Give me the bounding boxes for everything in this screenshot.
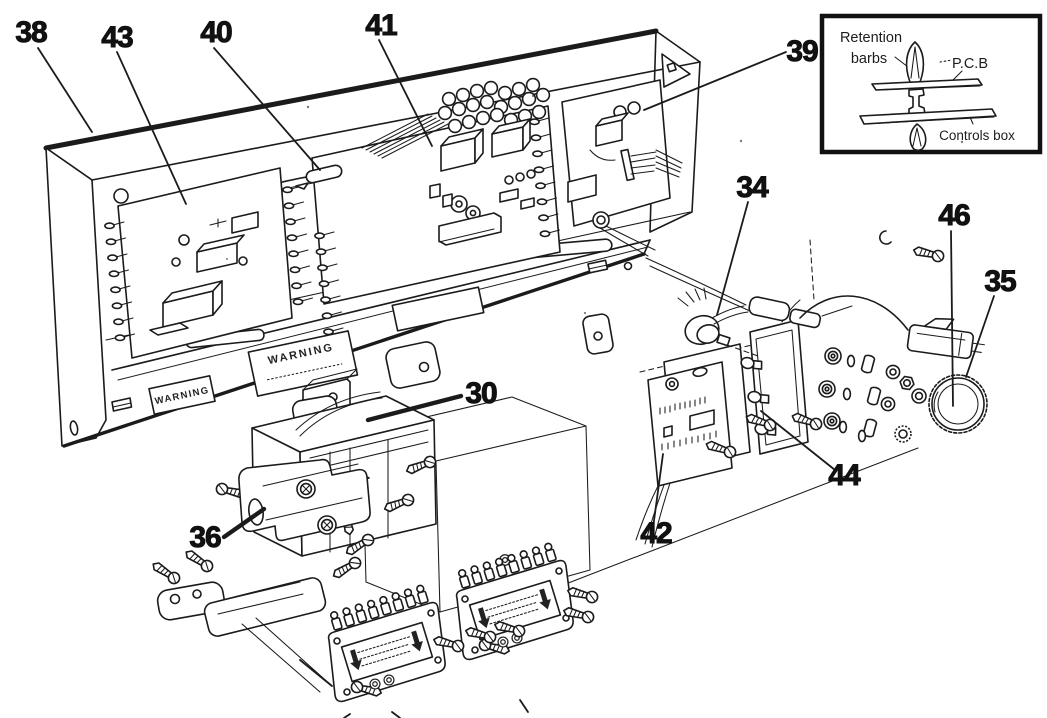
- display-pcb: [635, 343, 767, 548]
- lamp-bracket: [739, 299, 824, 455]
- scan-specks: [226, 94, 964, 315]
- callout-46: 46: [938, 199, 970, 232]
- terminal-module-right: [431, 542, 600, 713]
- callout-41: 41: [365, 9, 397, 42]
- pcb-left: [105, 167, 313, 359]
- retention-barb-inset: Retention barbs P.C.B Controls box: [819, 13, 1043, 155]
- warning-label-large: WARNING: [247, 330, 359, 397]
- callouts: 38 43 40 41 39 34 46 35 30 36 42 44: [15, 9, 1018, 555]
- callout-36: 36: [189, 521, 221, 554]
- pcb-center: [295, 77, 561, 351]
- construction-line: [544, 447, 919, 593]
- pcb-right: [561, 79, 683, 257]
- harness-connector: [799, 230, 985, 360]
- inset-retention-label: Retention: [840, 30, 902, 46]
- control-knob: [928, 374, 988, 434]
- callout-44: 44: [828, 459, 861, 492]
- callout-43: 43: [101, 21, 133, 54]
- inset-barbs-label: barbs: [851, 51, 887, 67]
- warning-label-small: WARNING: [148, 375, 216, 415]
- panel-screw: [911, 243, 946, 264]
- rotary-switch: [645, 239, 853, 357]
- inset-controls-box-label: Controls box: [939, 128, 1015, 143]
- callout-leaders: [37, 39, 995, 540]
- callout-30: 30: [465, 377, 497, 410]
- blank-label: [391, 286, 485, 332]
- callout-42: 42: [640, 517, 672, 550]
- inset-pcb-label: P.C.B: [952, 56, 988, 72]
- hinge-bracket: [149, 546, 333, 693]
- callout-35: 35: [984, 265, 1016, 298]
- callout-40: 40: [200, 16, 232, 49]
- terminal-module-left: [299, 584, 445, 718]
- callout-39: 39: [786, 35, 818, 68]
- controls-box: [43, 28, 701, 448]
- fastener-cloud: [818, 347, 927, 443]
- callout-38: 38: [15, 16, 47, 49]
- callout-34: 34: [736, 171, 769, 204]
- retention-barb-drawing: [859, 41, 997, 152]
